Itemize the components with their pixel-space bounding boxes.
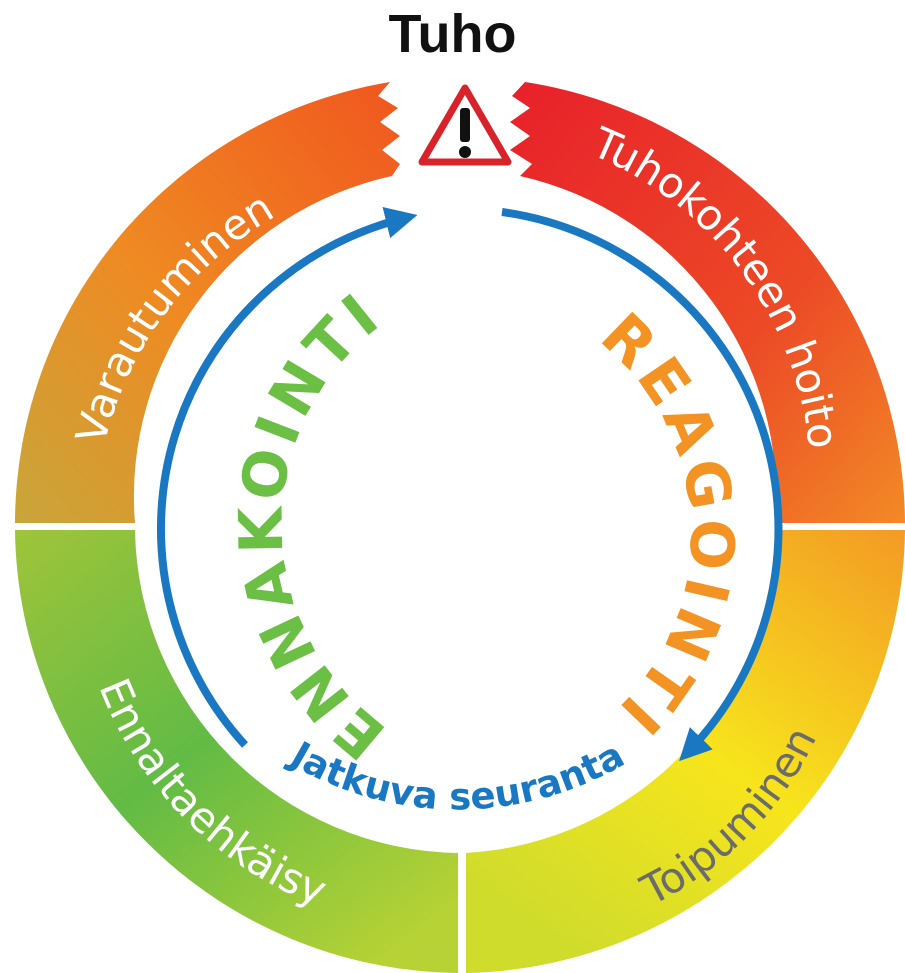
diagram-title: Tuho [388,4,517,64]
ring-segment-tuhokohteen-hoito [510,82,905,523]
warning-triangle-icon [418,84,512,166]
arrow-left-cycle [156,207,418,748]
ring-segment-ennaltaehkaisy [15,530,458,973]
label-ennakointi: ENNAKOINTI [226,278,398,773]
label-reagointi: REAGOINTI [587,300,747,751]
ring-segment-varautuminen [15,82,400,523]
arrow-right-cycle [501,208,783,762]
